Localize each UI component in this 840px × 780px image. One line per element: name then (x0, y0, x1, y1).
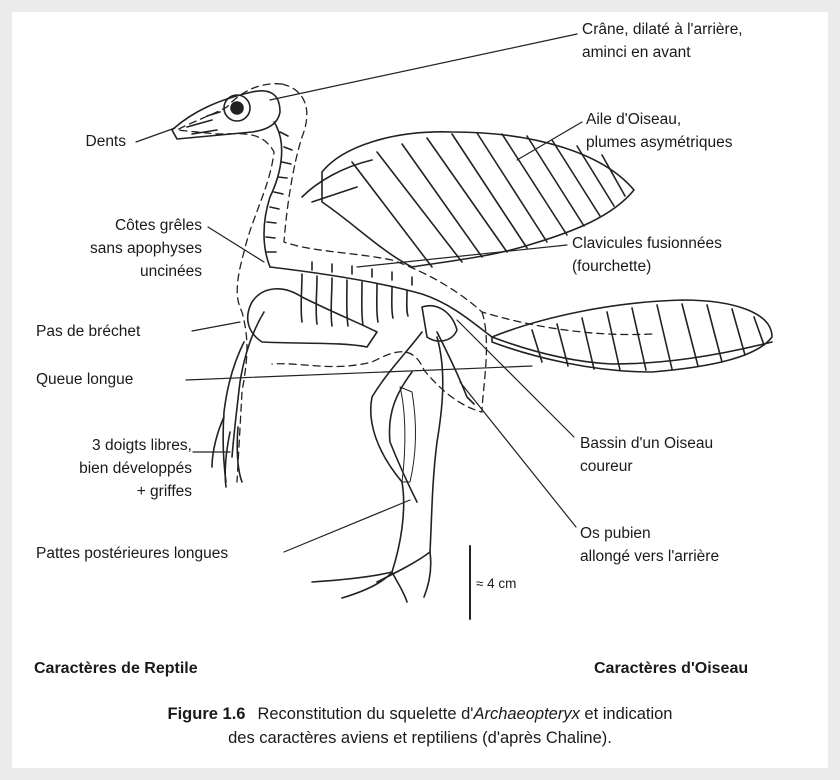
label-clavicules-line1: Clavicules fusionnées (572, 232, 722, 255)
caption-species: Archaeopteryx (473, 705, 579, 723)
label-pubien-line2: allongé vers l'arrière (580, 545, 719, 568)
label-pubien: Os pubien allongé vers l'arrière (580, 522, 719, 568)
label-clavicules: Clavicules fusionnées (fourchette) (572, 232, 722, 278)
label-aile-line2: plumes asymétriques (586, 131, 732, 154)
label-aile: Aile d'Oiseau, plumes asymétriques (586, 108, 732, 154)
label-cotes-line2: sans apophyses (90, 237, 202, 260)
leader-lines (136, 34, 582, 552)
caption-figure-number: Figure 1.6 (168, 705, 246, 723)
caption-text-after: et indication (580, 705, 673, 723)
caption-line2: des caractères aviens et reptiliens (d'a… (12, 726, 828, 750)
gastralia (248, 289, 377, 347)
tail-feathers (492, 300, 772, 372)
label-clavicules-line2: (fourchette) (572, 255, 722, 278)
label-queue: Queue longue (36, 368, 133, 391)
label-crane: Crâne, dilaté à l'arrière, aminci en ava… (582, 18, 743, 64)
body-outline (177, 84, 652, 482)
label-dents: Dents (86, 130, 127, 153)
label-crane-line1: Crâne, dilaté à l'arrière, (582, 18, 743, 41)
label-aile-line1: Aile d'Oiseau, (586, 108, 732, 131)
label-doigts: 3 doigts libres, bien développés + griff… (79, 434, 192, 503)
heading-reptile: Caractères de Reptile (34, 660, 198, 678)
label-doigts-line1: 3 doigts libres, (79, 434, 192, 457)
label-scale: ≈ 4 cm (476, 572, 516, 595)
label-pattes: Pattes postérieures longues (36, 542, 228, 565)
label-bassin: Bassin d'un Oiseau coureur (580, 432, 713, 478)
figure-caption: Figure 1.6 Reconstitution du squelette d'… (12, 702, 828, 750)
backbone (270, 267, 772, 364)
heading-oiseau: Caractères d'Oiseau (594, 660, 748, 678)
label-bassin-line2: coureur (580, 455, 713, 478)
label-doigts-line3: + griffes (79, 480, 192, 503)
label-cotes-line1: Côtes grêles (90, 214, 202, 237)
label-cotes: Côtes grêles sans apophyses uncinées (90, 214, 202, 283)
label-bassin-line1: Bassin d'un Oiseau (580, 432, 713, 455)
skull (172, 91, 280, 139)
label-doigts-line2: bien développés (79, 457, 192, 480)
ribs (301, 274, 408, 326)
label-pubien-line1: Os pubien (580, 522, 719, 545)
caption-line1: Figure 1.6 Reconstitution du squelette d'… (12, 702, 828, 726)
figure-frame: Crâne, dilaté à l'arrière, aminci en ava… (12, 12, 828, 768)
label-cotes-line3: uncinées (90, 260, 202, 283)
caption-text-before: Reconstitution du squelette d' (257, 705, 473, 723)
label-brechet: Pas de bréchet (36, 320, 140, 343)
label-crane-line2: aminci en avant (582, 41, 743, 64)
